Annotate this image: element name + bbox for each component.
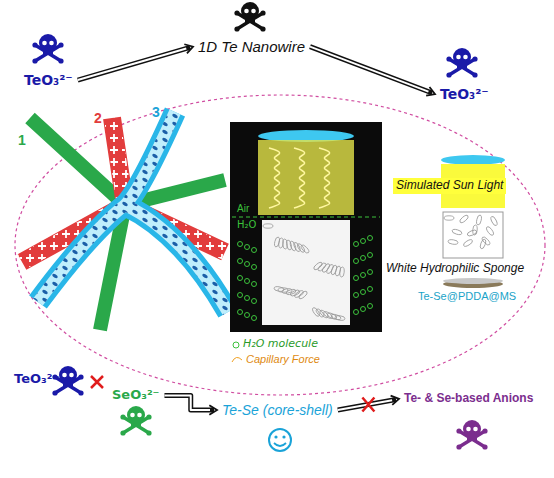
node-text: Simulated Sun Light — [396, 179, 503, 193]
node-text: 1D Te Nanowire — [198, 38, 305, 55]
label-text: Capillary Force — [246, 353, 320, 366]
phase-label: Air — [237, 203, 249, 215]
process-arrow — [310, 47, 435, 96]
label-text: Te-Se@PDDA@MS — [418, 290, 516, 303]
skull-icon — [120, 406, 151, 436]
part-label: Te-Se@PDDA@MS — [418, 290, 516, 303]
anion-label: SeO₃²⁻ — [112, 388, 159, 403]
product-label: Te- & Se-based Anions — [404, 392, 533, 406]
fiber-illustration — [22, 112, 228, 330]
cross-mark — [91, 376, 103, 388]
light-box: Simulated Sun Light — [393, 178, 506, 194]
region-ellipse — [15, 95, 545, 395]
node-text: Te- & Se-based Anions — [404, 392, 533, 406]
smiley-icon — [269, 429, 291, 451]
process-arrow — [338, 396, 399, 412]
product-label: Te-Se (core-shell) — [222, 402, 333, 418]
node-text: Te-Se (core-shell) — [222, 402, 333, 418]
legend-note: Capillary Force — [246, 353, 320, 366]
callout-number: 2 — [94, 110, 102, 126]
process-label: 1D Te Nanowire — [198, 38, 305, 55]
anion-label: TeO₃²⁻ — [14, 372, 59, 387]
skull-icon — [234, 2, 265, 32]
label-text: 3 — [152, 104, 160, 120]
process-arrow — [164, 395, 217, 414]
label-text: Air — [237, 203, 249, 215]
part-label: White Hydrophilic Sponge — [386, 262, 524, 276]
label-text: H₂O — [237, 219, 256, 231]
process-arrow — [78, 44, 193, 80]
anion-label: TeO₃²⁻ — [440, 86, 489, 102]
callout-number: 3 — [152, 104, 160, 120]
node-text: SeO₃²⁻ — [112, 388, 159, 403]
phase-label: H₂O — [237, 219, 256, 231]
label-text: White Hydrophilic Sponge — [386, 262, 524, 276]
anion-label: TeO₃²⁻ — [24, 72, 73, 88]
node-text: TeO₃²⁻ — [24, 72, 73, 88]
skull-icon — [456, 420, 487, 450]
label-text: TeO₃²⁻ — [14, 372, 59, 387]
label-text: H₂O molecule — [243, 338, 318, 351]
label-text: 2 — [94, 110, 102, 126]
node-text: TeO₃²⁻ — [440, 86, 489, 102]
callout-number: 1 — [18, 132, 26, 148]
legend-note: H₂O molecule — [243, 338, 318, 351]
label-text: 1 — [18, 132, 26, 148]
skull-icon — [446, 48, 477, 78]
device-photo — [230, 122, 382, 362]
skull-icon — [32, 34, 63, 64]
